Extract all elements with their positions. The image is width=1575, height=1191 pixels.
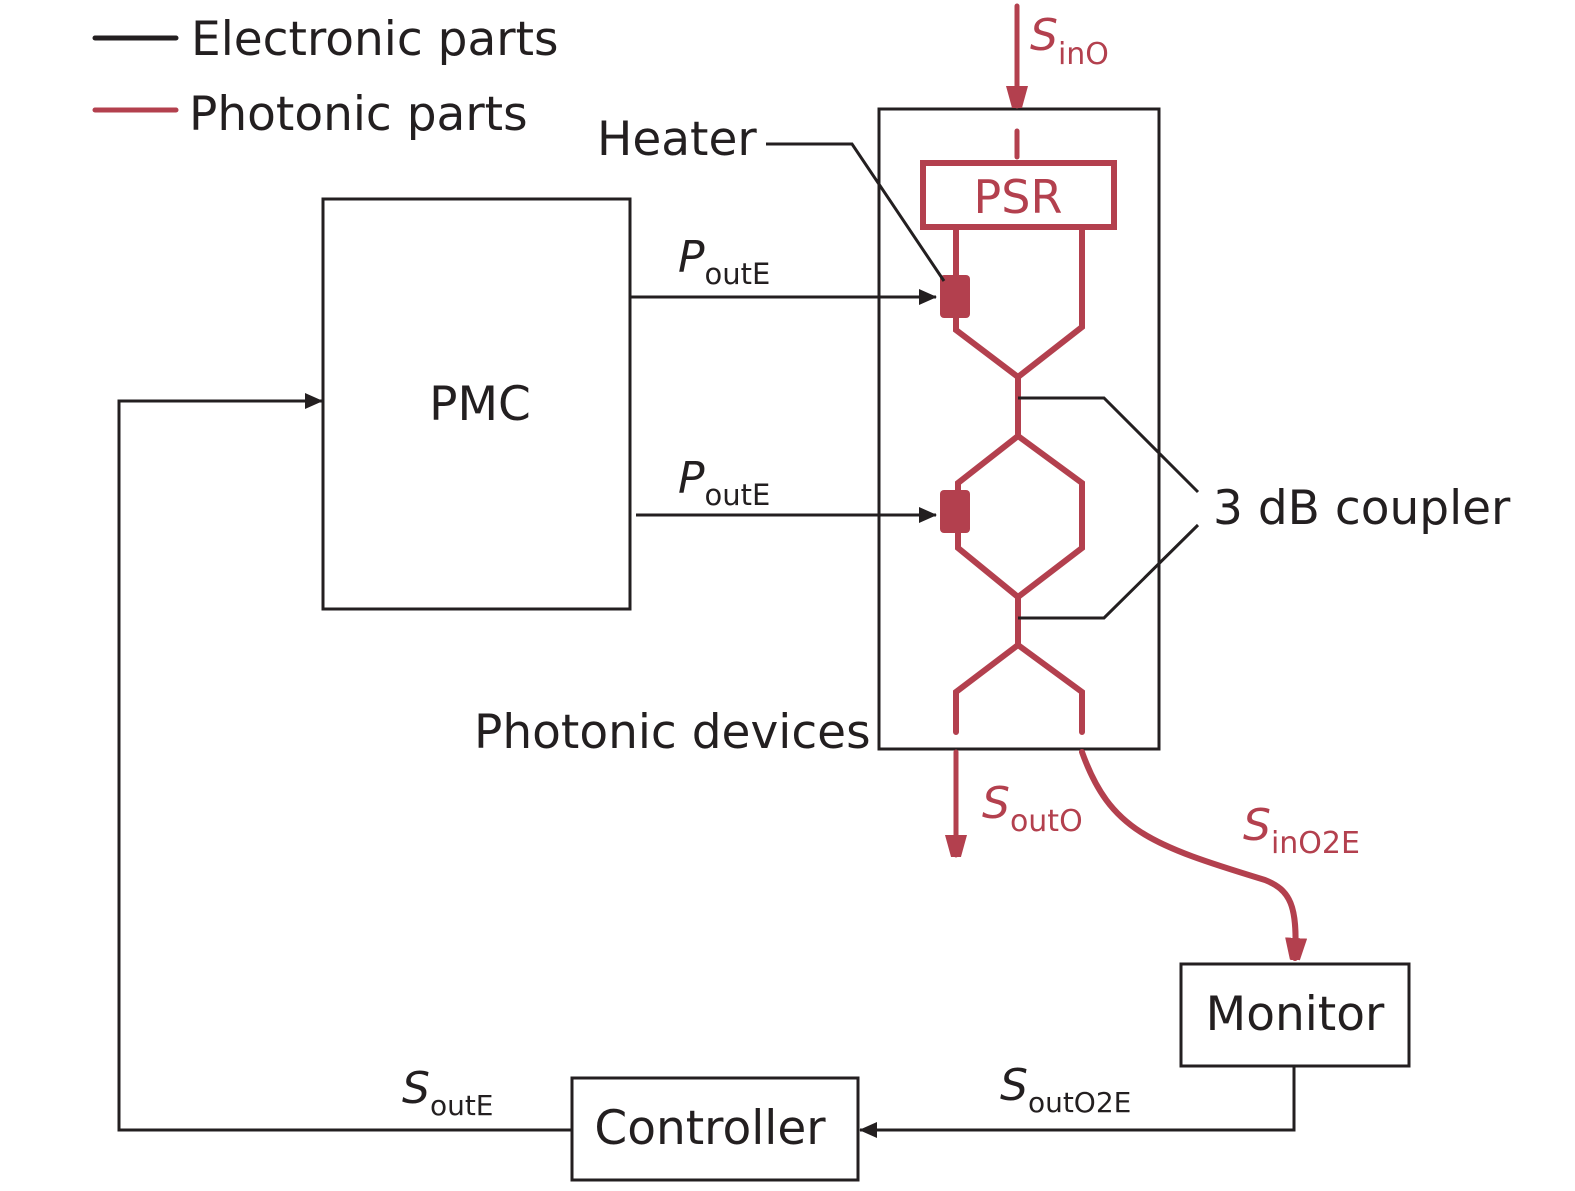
psr-block[interactable]: PSR xyxy=(920,160,1117,230)
waveguide-mzi-right xyxy=(1015,433,1085,600)
p-out-e-top-signal: PoutE xyxy=(630,232,937,305)
p-out-e-bottom-main: P xyxy=(678,453,705,504)
controller-box xyxy=(570,1076,860,1182)
p-out-e-top-main: P xyxy=(678,232,705,283)
pmc-label: PMC xyxy=(429,377,531,432)
s-out-o-signal: SoutO xyxy=(956,749,1083,858)
heater-leader-line xyxy=(766,142,946,282)
controller-block[interactable]: Controller xyxy=(570,1076,860,1182)
s-out-e-sub: outE xyxy=(430,1089,494,1122)
pmc-box xyxy=(321,197,632,611)
waveguide-out-left xyxy=(953,642,1021,735)
photonic-devices-chip[interactable]: Photonic devices xyxy=(474,107,1161,760)
pmc-block[interactable]: PMC xyxy=(321,197,632,611)
coupler-label: 3 dB coupler xyxy=(1213,481,1511,536)
s-in-o2e-arrow xyxy=(1079,749,1296,961)
s-out-e-feedback-line xyxy=(117,393,572,1132)
monitor-label: Monitor xyxy=(1206,987,1385,1042)
monitor-box xyxy=(1179,962,1411,1068)
s-in-o-signal: SinO xyxy=(1017,3,1109,160)
s-in-o-label: SinO xyxy=(1030,10,1109,72)
s-out-e-label: SoutE xyxy=(402,1063,493,1122)
waveguide-psr-left xyxy=(953,226,1021,380)
chip-box xyxy=(877,107,1161,751)
photonic-devices-label: Photonic devices xyxy=(474,705,871,760)
s-in-o2e-main: S xyxy=(1243,800,1271,851)
p-out-e-bottom-label: PoutE xyxy=(678,453,770,512)
psr-label: PSR xyxy=(974,170,1063,224)
waveguide-out-right xyxy=(1015,642,1085,735)
coupler-annotation: 3 dB coupler xyxy=(1018,396,1511,620)
s-in-o-sub: inO xyxy=(1058,37,1109,72)
heater-label: Heater xyxy=(597,112,757,167)
s-out-o2e-signal: SoutO2E xyxy=(859,1060,1296,1138)
s-out-o2e-arrow xyxy=(859,1066,1296,1138)
s-in-o2e-signal: SinO2E xyxy=(1079,749,1360,961)
coupler-leader-top xyxy=(1018,396,1200,494)
p-out-e-bottom-sub: outE xyxy=(705,478,771,512)
s-in-o2e-sub: inO2E xyxy=(1271,826,1360,861)
p-out-e-bottom-signal: PoutE xyxy=(636,453,937,523)
s-out-o2e-label: SoutO2E xyxy=(1000,1060,1131,1119)
s-in-o2e-label: SinO2E xyxy=(1243,800,1360,861)
s-out-o-label: SoutO xyxy=(982,778,1083,839)
waveguide-psr-right xyxy=(1015,226,1085,380)
heater-top[interactable] xyxy=(940,275,970,318)
controller-label: Controller xyxy=(594,1101,826,1156)
s-out-o-sub: outO xyxy=(1010,804,1083,839)
monitor-block[interactable]: Monitor xyxy=(1179,962,1411,1068)
s-out-o2e-main: S xyxy=(1000,1060,1028,1111)
waveguide-network xyxy=(953,226,1085,735)
s-in-o-main: S xyxy=(1030,10,1058,61)
legend-electronic-label: Electronic parts xyxy=(191,12,559,67)
s-out-o-main: S xyxy=(982,778,1010,829)
legend-photonic-label: Photonic parts xyxy=(189,87,528,142)
s-out-o2e-sub: outO2E xyxy=(1028,1086,1131,1119)
s-out-e-signal: SoutE xyxy=(117,393,572,1132)
legend: Electronic parts Photonic parts xyxy=(92,12,559,142)
s-out-e-main: S xyxy=(402,1063,430,1114)
psr-box xyxy=(920,160,1117,230)
heater-annotation: Heater xyxy=(597,112,946,282)
p-out-e-top-sub: outE xyxy=(705,257,771,291)
p-out-e-top-label: PoutE xyxy=(678,232,770,291)
heater-bottom[interactable] xyxy=(940,490,970,533)
coupler-leader-bottom xyxy=(1018,523,1200,620)
